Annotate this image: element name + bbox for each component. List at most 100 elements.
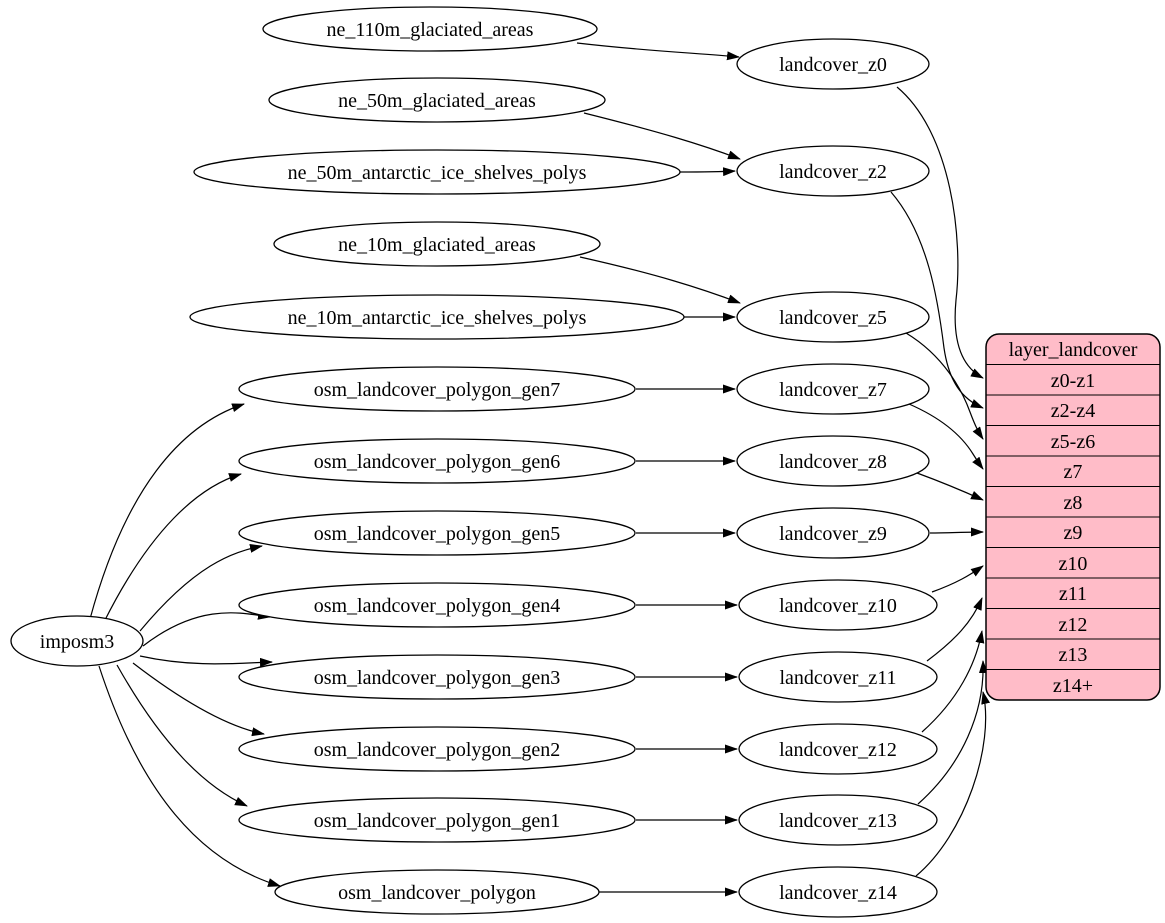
node-ne-10m-label: ne_10m_glaciated_areas: [338, 234, 536, 256]
node-ne-50m-label: ne_50m_glaciated_areas: [338, 90, 536, 112]
node-osm-landcover-polygon-gen6: osm_landcover_polygon_gen6: [238, 438, 636, 484]
edge-z11-to-row-z11: [926, 597, 983, 662]
node-imposm3: imposm3: [10, 615, 144, 667]
layer-landcover-record: layer_landcover z0-z1 z2-z4 z5-z6 z7 z8 …: [985, 333, 1161, 701]
node-gen6-label: osm_landcover_polygon_gen6: [314, 451, 561, 473]
row-z13: z13: [1059, 644, 1088, 666]
edge-z7-to-row-z7: [908, 403, 984, 470]
edge-z13-to-row-z13: [917, 660, 988, 805]
node-ne-50m-ice-shape: [193, 149, 681, 195]
node-imposm3-label: imposm3: [40, 631, 114, 653]
edge-z8-to-row-z8: [916, 472, 984, 501]
edge-z0-to-row-z0-z1: [896, 86, 984, 379]
row-z12: z12: [1059, 614, 1088, 636]
node-gen2-label: osm_landcover_polygon_gen2: [314, 739, 561, 761]
node-z7-label: landcover_z7: [779, 379, 887, 401]
node-gen1-label: osm_landcover_polygon_gen1: [314, 810, 561, 832]
node-ne-10m-shape: [273, 221, 601, 267]
layer-landcover-title: layer_landcover: [1009, 339, 1138, 361]
row-z9: z9: [1064, 522, 1083, 544]
node-z12-label: landcover_z12: [779, 739, 897, 761]
node-z12-shape: [738, 723, 938, 775]
edge-z9-to-row-z9: [929, 527, 984, 537]
edge-z5-to-row-z5-z6: [905, 332, 984, 440]
node-osm-landcover-polygon-gen1: osm_landcover_polygon_gen1: [238, 797, 636, 843]
edge-ne110m-to-z0: [576, 42, 740, 61]
node-landcover-z8: landcover_z8: [736, 435, 930, 487]
row-z7: z7: [1064, 461, 1083, 483]
node-gen4-shape: [238, 582, 636, 628]
node-z8-shape: [736, 435, 930, 487]
node-landcover-z2: landcover_z2: [736, 145, 930, 197]
node-gen3-shape: [238, 654, 636, 700]
node-z11-shape: [738, 651, 938, 703]
edge-ne10m-to-z5: [579, 256, 741, 304]
row-z2-z4: z2-z4: [1051, 400, 1095, 422]
node-z2-shape: [736, 145, 930, 197]
node-z2-label: landcover_z2: [779, 161, 887, 183]
row-z10: z10: [1059, 553, 1088, 575]
node-z0-label: landcover_z0: [779, 54, 887, 76]
node-landcover-z14: landcover_z14: [738, 866, 938, 918]
node-ne-110m-label: ne_110m_glaciated_areas: [327, 19, 534, 41]
node-z9-label: landcover_z9: [779, 523, 887, 545]
node-landcover-z7: landcover_z7: [736, 363, 930, 415]
row-z11: z11: [1059, 583, 1087, 605]
edge-z10-to-row-z10: [931, 565, 984, 593]
node-ne-110m-glaciated-areas: ne_110m_glaciated_areas: [262, 6, 598, 52]
node-ne-10m-antarctic-ice-shelves-polys: ne_10m_antarctic_ice_shelves_polys: [189, 294, 685, 340]
edge-z14-to-row-z14plus: [915, 691, 991, 877]
node-landcover-z10: landcover_z10: [738, 579, 938, 631]
node-osm-landcover-polygon-gen2: osm_landcover_polygon_gen2: [238, 726, 636, 772]
edge-imposm3-to-gen6: [103, 473, 242, 623]
node-z13-shape: [738, 794, 938, 846]
node-gen5-shape: [238, 510, 636, 556]
row-z8: z8: [1064, 492, 1083, 514]
node-gen1-shape: [238, 797, 636, 843]
node-z10-label: landcover_z10: [779, 595, 897, 617]
node-gen5-label: osm_landcover_polygon_gen5: [314, 523, 561, 545]
node-z13-label: landcover_z13: [779, 810, 897, 832]
edge-z12-to-row-z12: [921, 630, 985, 733]
node-z9-shape: [736, 507, 930, 559]
node-z5-shape: [736, 291, 930, 343]
node-ne-50m-glaciated-areas: ne_50m_glaciated_areas: [268, 77, 606, 123]
edge-imposm3-to-gen3: [139, 655, 273, 667]
edge-imposm3-to-gen2: [132, 662, 265, 737]
node-z8-label: landcover_z8: [779, 451, 887, 473]
node-imposm3-shape: [10, 615, 144, 667]
node-z7-shape: [736, 363, 930, 415]
row-z14plus: z14+: [1053, 675, 1093, 697]
node-osm-landcover-polygon-gen5: osm_landcover_polygon_gen5: [238, 510, 636, 556]
node-gen2-shape: [238, 726, 636, 772]
node-landcover-z9: landcover_z9: [736, 507, 930, 559]
node-gen6-shape: [238, 438, 636, 484]
node-gen7-shape: [238, 366, 636, 412]
edge-ne50m-ice-to-z2: [679, 167, 736, 177]
edge-imposm3-to-gen4: [142, 610, 271, 647]
node-osm-landcover-polygon-gen7: osm_landcover_polygon_gen7: [238, 366, 636, 412]
node-osm-landcover-polygon: osm_landcover_polygon: [274, 869, 600, 915]
edge-ne50m-to-z2: [583, 112, 741, 160]
node-landcover-z13: landcover_z13: [738, 794, 938, 846]
node-osm-landcover-polygon-gen4: osm_landcover_polygon_gen4: [238, 582, 636, 628]
node-ne-10m-ice-label: ne_10m_antarctic_ice_shelves_polys: [288, 307, 587, 329]
node-z11-label: landcover_z11: [780, 667, 897, 689]
node-landcover-z11: landcover_z11: [738, 651, 938, 703]
node-z14-label: landcover_z14: [779, 882, 897, 904]
node-gen7-label: osm_landcover_polygon_gen7: [314, 379, 561, 401]
node-gen3-label: osm_landcover_polygon_gen3: [314, 667, 561, 689]
edge-imposm3-to-polygon: [98, 665, 281, 887]
row-z0-z1: z0-z1: [1051, 370, 1095, 392]
node-osm-landcover-polygon-gen3: osm_landcover_polygon_gen3: [238, 654, 636, 700]
edge-imposm3-to-gen1: [116, 664, 248, 807]
edge-group: [89, 42, 991, 897]
node-landcover-z5: landcover_z5: [736, 291, 930, 343]
node-ne-110m-shape: [262, 6, 598, 52]
node-polygon-shape: [274, 869, 600, 915]
node-polygon-label: osm_landcover_polygon: [338, 882, 536, 904]
node-landcover-z12: landcover_z12: [738, 723, 938, 775]
node-ne-50m-antarctic-ice-shelves-polys: ne_50m_antarctic_ice_shelves_polys: [193, 149, 681, 195]
